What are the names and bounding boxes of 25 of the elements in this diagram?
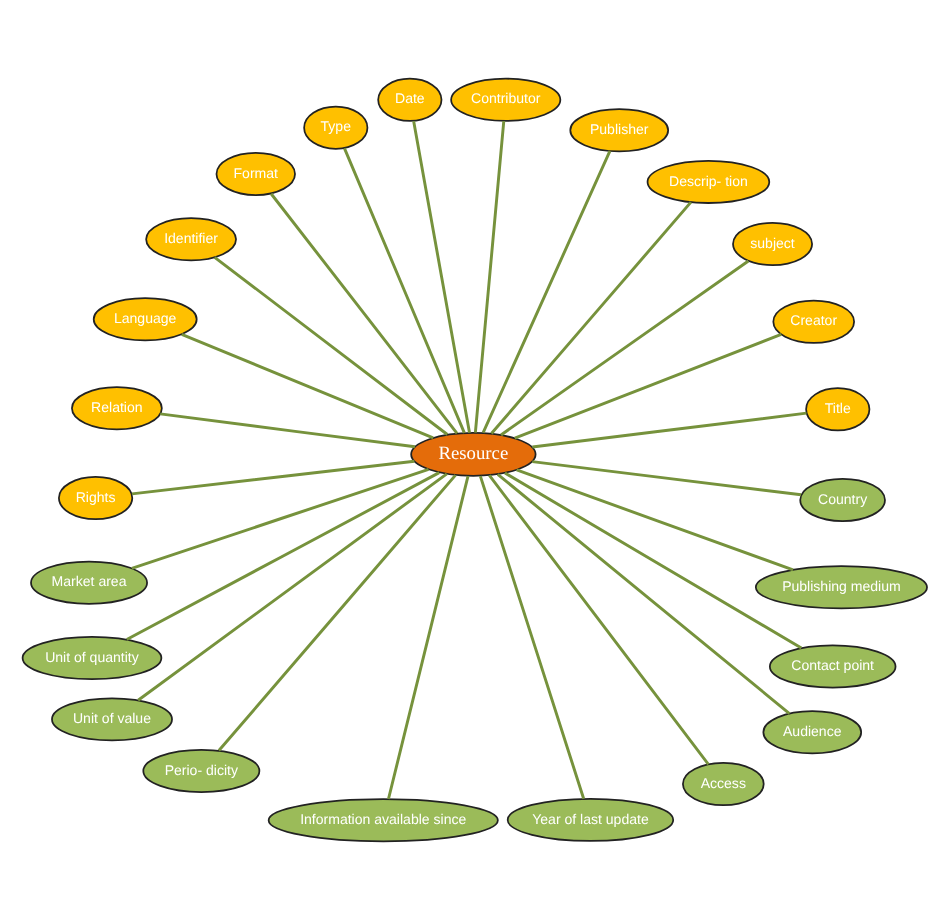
connector (342, 147, 465, 434)
connector (480, 150, 611, 434)
connector (503, 471, 802, 650)
connector (125, 471, 439, 641)
connector (513, 333, 781, 440)
connector (531, 460, 801, 497)
connector (386, 475, 469, 800)
connector (487, 474, 709, 766)
connector (130, 467, 428, 570)
connector (130, 459, 414, 496)
connector (268, 192, 458, 435)
connector (499, 259, 749, 437)
connector (489, 201, 692, 435)
connector (472, 121, 505, 433)
connector (136, 472, 447, 702)
connector (515, 468, 793, 572)
connector (477, 475, 585, 800)
connector (495, 473, 790, 715)
connector (180, 333, 433, 440)
node-ellipse: Resource (409, 432, 536, 477)
connector (531, 411, 806, 449)
connector (212, 256, 448, 436)
connector (216, 474, 456, 752)
connector (411, 120, 470, 433)
connector (159, 412, 415, 449)
